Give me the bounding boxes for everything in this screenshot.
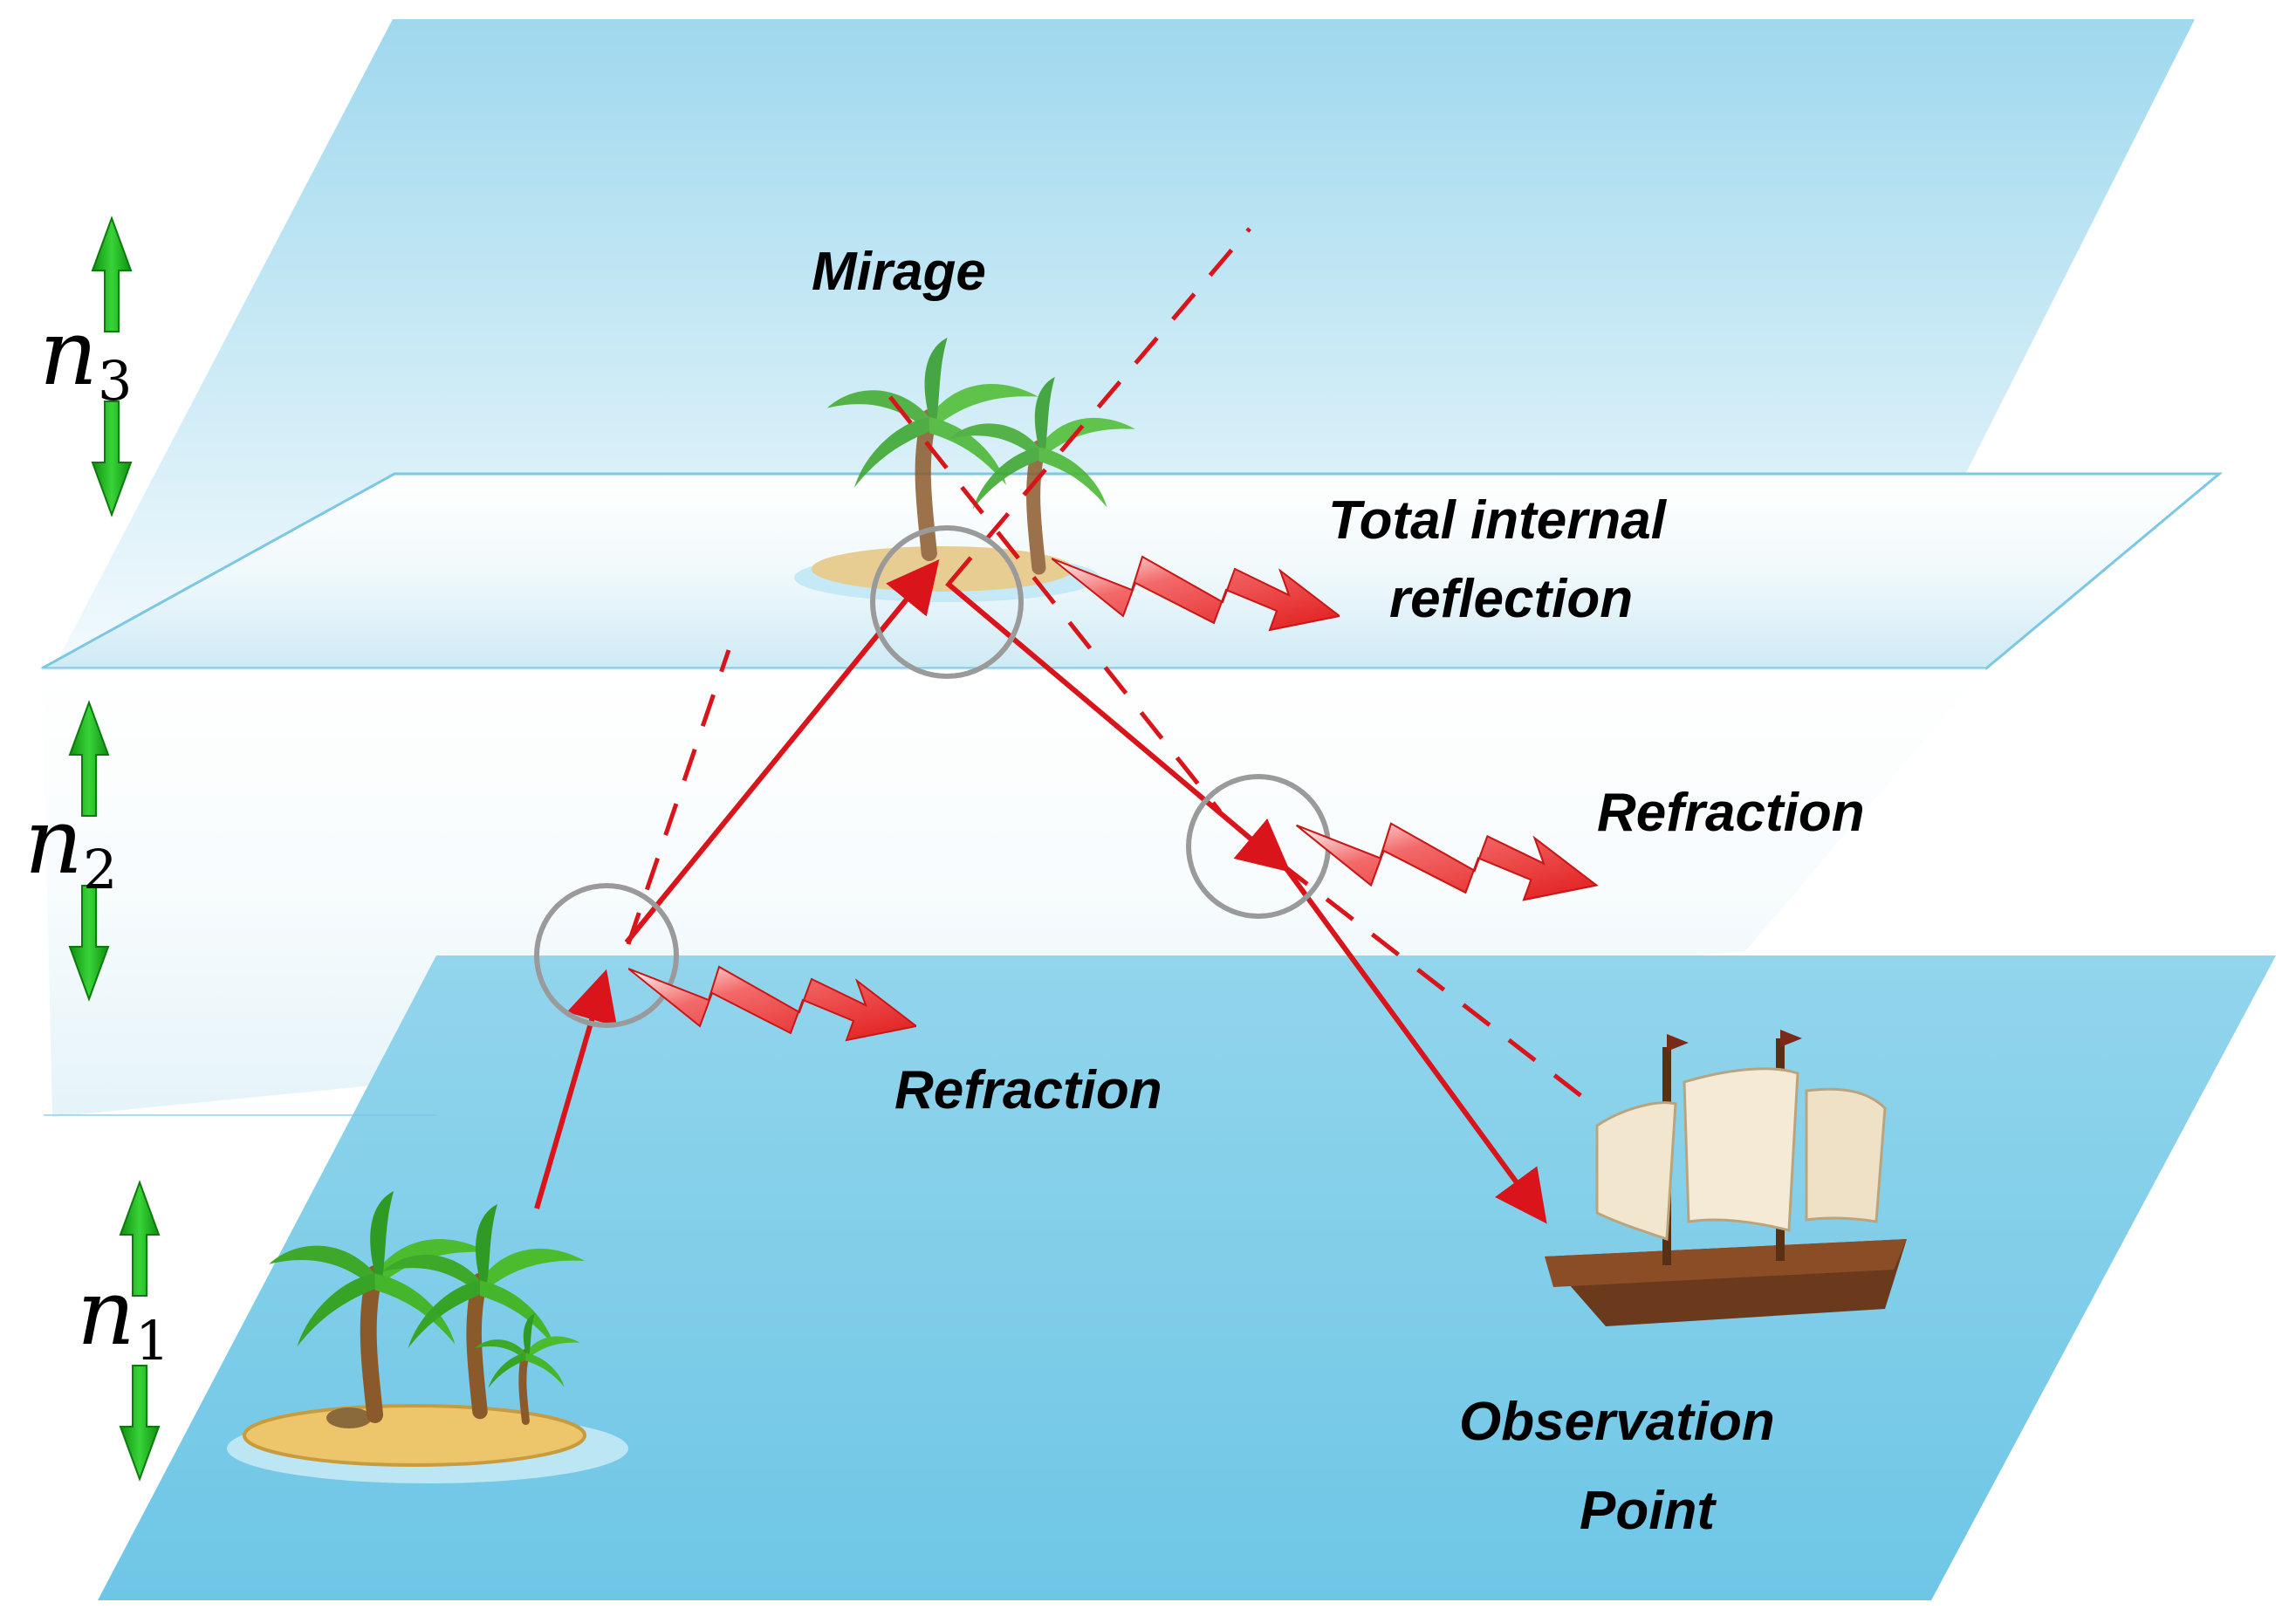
sailing-ship-icon: [1545, 1030, 1907, 1326]
label-refraction-upper: Refraction: [1597, 783, 1865, 843]
reflection-circle: [870, 525, 1024, 679]
layer-n1: [98, 955, 2276, 1600]
palm-island-icon: [227, 1191, 628, 1483]
index-label-n1: n1: [77, 1259, 169, 1373]
label-observation-line1: Observation: [1459, 1392, 1775, 1452]
refraction-circle-lower: [534, 883, 679, 1028]
index-label-n3: n3: [39, 299, 132, 413]
label-tir-line1: Total internal: [1328, 490, 1668, 551]
index-label-n2: n2: [24, 788, 117, 901]
label-mirage: Mirage: [812, 242, 986, 302]
label-tir-line2: reflection: [1389, 569, 1633, 629]
layer-n2: [41, 472, 2224, 670]
label-observation-line2: Point: [1580, 1481, 1717, 1541]
label-refraction-lower: Refraction: [894, 1060, 1162, 1120]
